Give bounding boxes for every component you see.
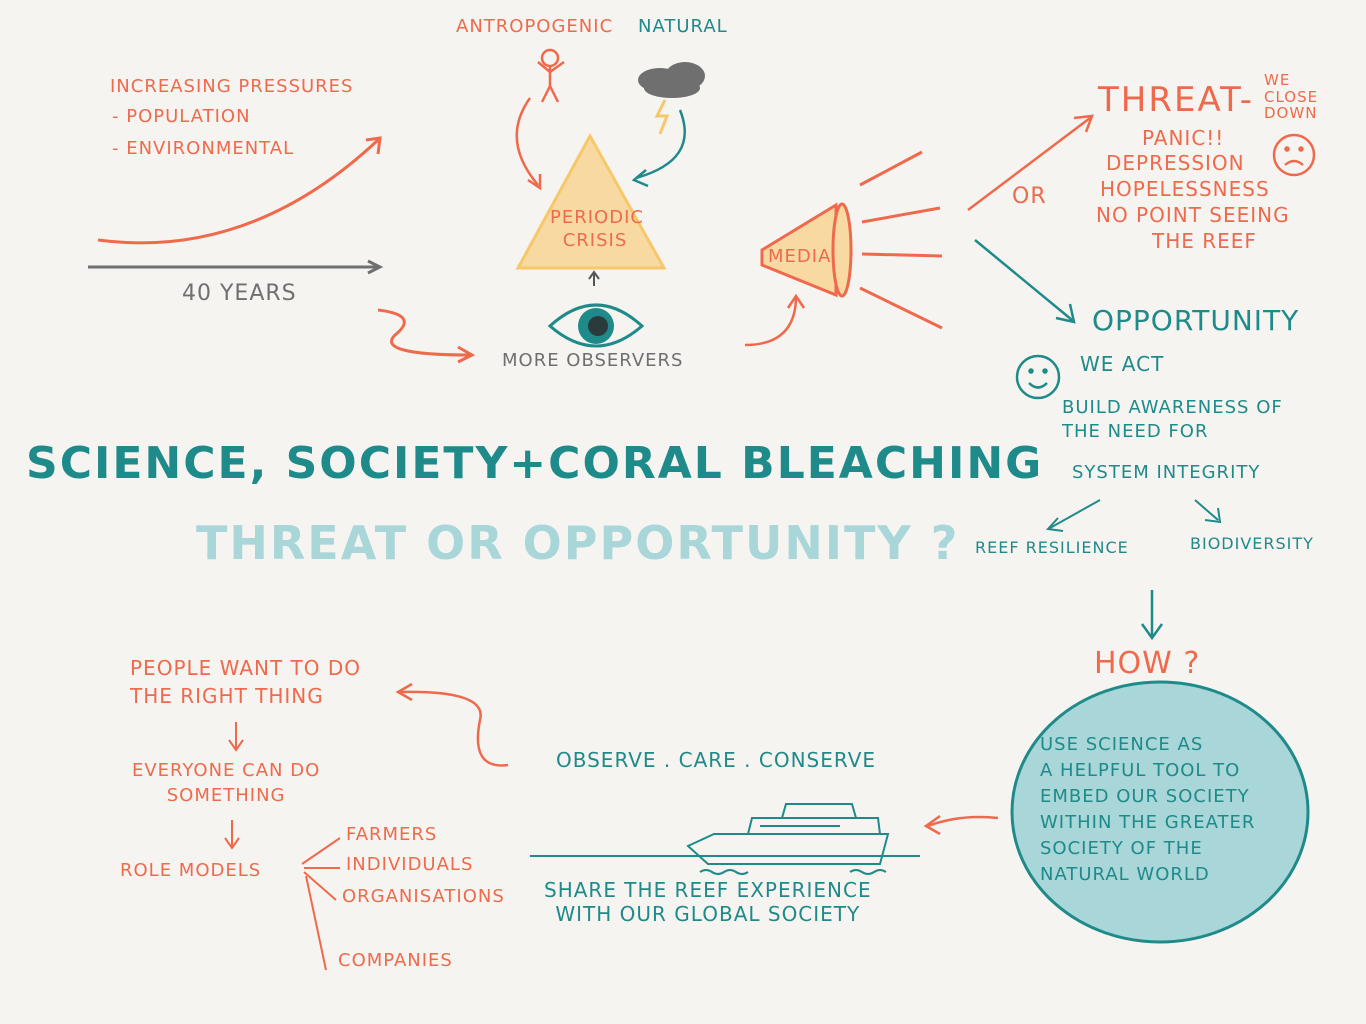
sad-face-icon: [1272, 133, 1316, 177]
role-model-organisations: ORGANISATIONS: [342, 886, 505, 907]
role-models-label: ROLE MODELS: [120, 860, 262, 881]
megaphone-icon: [760, 202, 853, 298]
squiggle-arrow: [377, 308, 471, 357]
we-act-label: WE ACT: [1080, 352, 1165, 376]
how-label: HOW ?: [1094, 646, 1201, 681]
squiggle-arrowhead: [457, 345, 476, 364]
role-model-farmers: FARMERS: [346, 824, 438, 845]
people-right-thing-label: PEOPLE WANT TO DO THE RIGHT THING: [130, 656, 361, 708]
threat-arrow: [967, 117, 1091, 211]
page-subtitle: THREAT OR OPPORTUNITY ?: [196, 516, 960, 570]
natural-arrow: [635, 109, 686, 180]
megaphone-rays: [859, 150, 943, 330]
anthropogenic-label: ANTROPOGENIC: [456, 16, 614, 37]
motto-to-people-arrow: [399, 690, 509, 767]
media-label: MEDIA: [768, 246, 832, 267]
reef-resilience-label: REEF RESILIENCE: [975, 538, 1129, 557]
threat-line-the-reef: THE REEF: [1152, 229, 1257, 253]
science-circle-text: USE SCIENCE AS A HELPFUL TOOL TO EMBED O…: [1040, 734, 1256, 886]
pressure-item-environmental: - ENVIRONMENTAL: [112, 138, 295, 159]
opportunity-heading: OPPORTUNITY: [1092, 304, 1300, 337]
storm-cloud-icon: [638, 62, 705, 135]
threat-line-depression: DEPRESSION: [1106, 151, 1245, 175]
everyone-can-do-label: EVERYONE CAN DO SOMETHING: [132, 760, 321, 807]
role-models-bracket: [301, 837, 341, 971]
threat-heading: THREAT-: [1098, 80, 1254, 120]
circle-to-boat-arrow: [927, 815, 999, 828]
resilience-arrow: [1049, 499, 1101, 529]
system-integrity-label: SYSTEM INTEGRITY: [1072, 462, 1261, 483]
time-axis-label: 40 YEARS: [182, 281, 297, 306]
biodiversity-label: BIODIVERSITY: [1190, 534, 1314, 553]
crisis-triangle: [515, 132, 667, 270]
time-axis-arrowhead: [367, 259, 384, 275]
biodiversity-arrow: [1194, 499, 1219, 521]
pressures-heading: INCREASING PRESSURES: [110, 76, 354, 97]
opportunity-arrow: [974, 239, 1073, 321]
anthropogenic-arrow: [515, 97, 539, 186]
pressure-curve: [97, 138, 380, 245]
happy-face-icon: [1015, 354, 1061, 400]
boat-motto: OBSERVE . CARE . CONSERVE: [556, 748, 877, 772]
boat-icon: [530, 803, 920, 875]
more-observers-label: MORE OBSERVERS: [502, 350, 684, 371]
threat-line-hopelessness: HOPELESSNESS: [1100, 177, 1270, 201]
periodic-crisis-label: PERIODIC CRISIS: [550, 207, 644, 252]
science-circle: [1010, 680, 1310, 944]
observers-to-media-arrow: [744, 297, 798, 347]
pressure-item-population: - POPULATION: [112, 106, 251, 127]
person-icon: [537, 48, 565, 103]
share-reef-label: SHARE THE REEF EXPERIENCE WITH OUR GLOBA…: [544, 878, 872, 926]
page-title: SCIENCE, SOCIETY+CORAL BLEACHING: [26, 438, 1044, 489]
eye-icon: [547, 303, 645, 348]
or-label: OR: [1012, 184, 1047, 209]
role-model-individuals: INDIVIDUALS: [346, 854, 474, 875]
threat-line-panic: PANIC!!: [1142, 126, 1225, 150]
pressure-curve-arrowhead: [365, 136, 382, 155]
threat-note: WE CLOSE DOWN: [1264, 71, 1319, 122]
threat-line-no-point: NO POINT SEEING: [1096, 203, 1290, 227]
build-awareness-label: BUILD AWARENESS OF THE NEED FOR: [1062, 397, 1283, 443]
role-model-companies: COMPANIES: [338, 950, 453, 971]
natural-label: NATURAL: [638, 16, 728, 37]
